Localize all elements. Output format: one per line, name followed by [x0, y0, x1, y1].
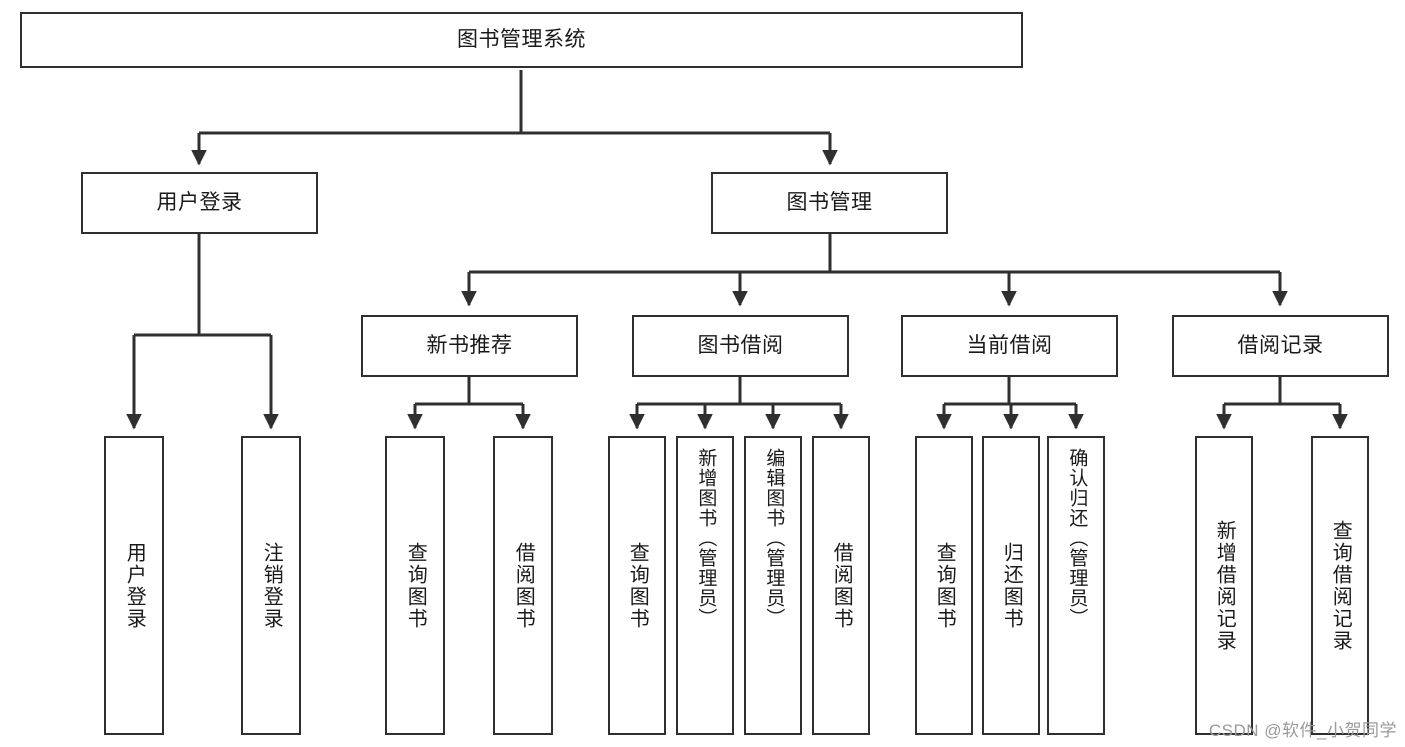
csdn-watermark: CSDN @软件_小贺同学: [1208, 721, 1397, 740]
node-current-borrow[interactable]: 当前借阅: [901, 315, 1118, 377]
leaf-borrow-book-1-label: 借阅图书: [512, 541, 535, 630]
leaf-add-record-label: 新增借阅记录: [1213, 519, 1236, 652]
node-user-login[interactable]: 用户登录: [81, 172, 318, 234]
node-root-label: 图书管理系统: [457, 27, 586, 51]
node-new-book-recommend[interactable]: 新书推荐: [361, 315, 578, 377]
leaf-logout-login-label: 注销登录: [260, 541, 283, 630]
leaf-user-login-label: 用户登录: [123, 541, 146, 630]
leaf-confirm-return-label: 确认归还（管理员）: [1066, 448, 1088, 628]
leaf-query-book-2-label: 查询图书: [626, 541, 649, 630]
leaf-add-book-label: 新增图书（管理员）: [695, 448, 717, 628]
leaf-query-book-3[interactable]: 查询图书: [915, 436, 973, 735]
node-borrow-record[interactable]: 借阅记录: [1172, 315, 1389, 377]
leaf-add-book[interactable]: 新增图书（管理员）: [676, 436, 734, 735]
node-current-borrow-label: 当前借阅: [966, 333, 1053, 357]
node-book-borrow-label: 图书借阅: [697, 333, 784, 357]
leaf-query-record[interactable]: 查询借阅记录: [1311, 436, 1369, 735]
leaf-return-book[interactable]: 归还图书: [982, 436, 1040, 735]
leaf-return-book-label: 归还图书: [1000, 541, 1023, 630]
leaf-query-book-3-label: 查询图书: [933, 541, 956, 630]
leaf-borrow-book-1[interactable]: 借阅图书: [493, 436, 553, 735]
leaf-add-record[interactable]: 新增借阅记录: [1195, 436, 1253, 735]
leaf-edit-book-label: 编辑图书（管理员）: [763, 448, 785, 628]
leaf-query-record-label: 查询借阅记录: [1329, 519, 1352, 652]
node-book-borrow[interactable]: 图书借阅: [632, 315, 849, 377]
node-root[interactable]: 图书管理系统: [20, 12, 1023, 68]
leaf-user-login[interactable]: 用户登录: [104, 436, 164, 735]
leaf-query-book-2[interactable]: 查询图书: [608, 436, 666, 735]
leaf-edit-book[interactable]: 编辑图书（管理员）: [744, 436, 802, 735]
leaf-query-book-1[interactable]: 查询图书: [385, 436, 445, 735]
leaf-confirm-return[interactable]: 确认归还（管理员）: [1047, 436, 1105, 735]
node-new-book-recommend-label: 新书推荐: [426, 333, 513, 357]
leaf-borrow-book-2-label: 借阅图书: [830, 541, 853, 630]
leaf-logout-login[interactable]: 注销登录: [241, 436, 301, 735]
node-user-login-label: 用户登录: [156, 190, 243, 214]
leaf-borrow-book-2[interactable]: 借阅图书: [812, 436, 870, 735]
node-borrow-record-label: 借阅记录: [1237, 333, 1324, 357]
node-book-manage[interactable]: 图书管理: [711, 172, 948, 234]
node-book-manage-label: 图书管理: [786, 190, 873, 214]
leaf-query-book-1-label: 查询图书: [404, 541, 427, 630]
